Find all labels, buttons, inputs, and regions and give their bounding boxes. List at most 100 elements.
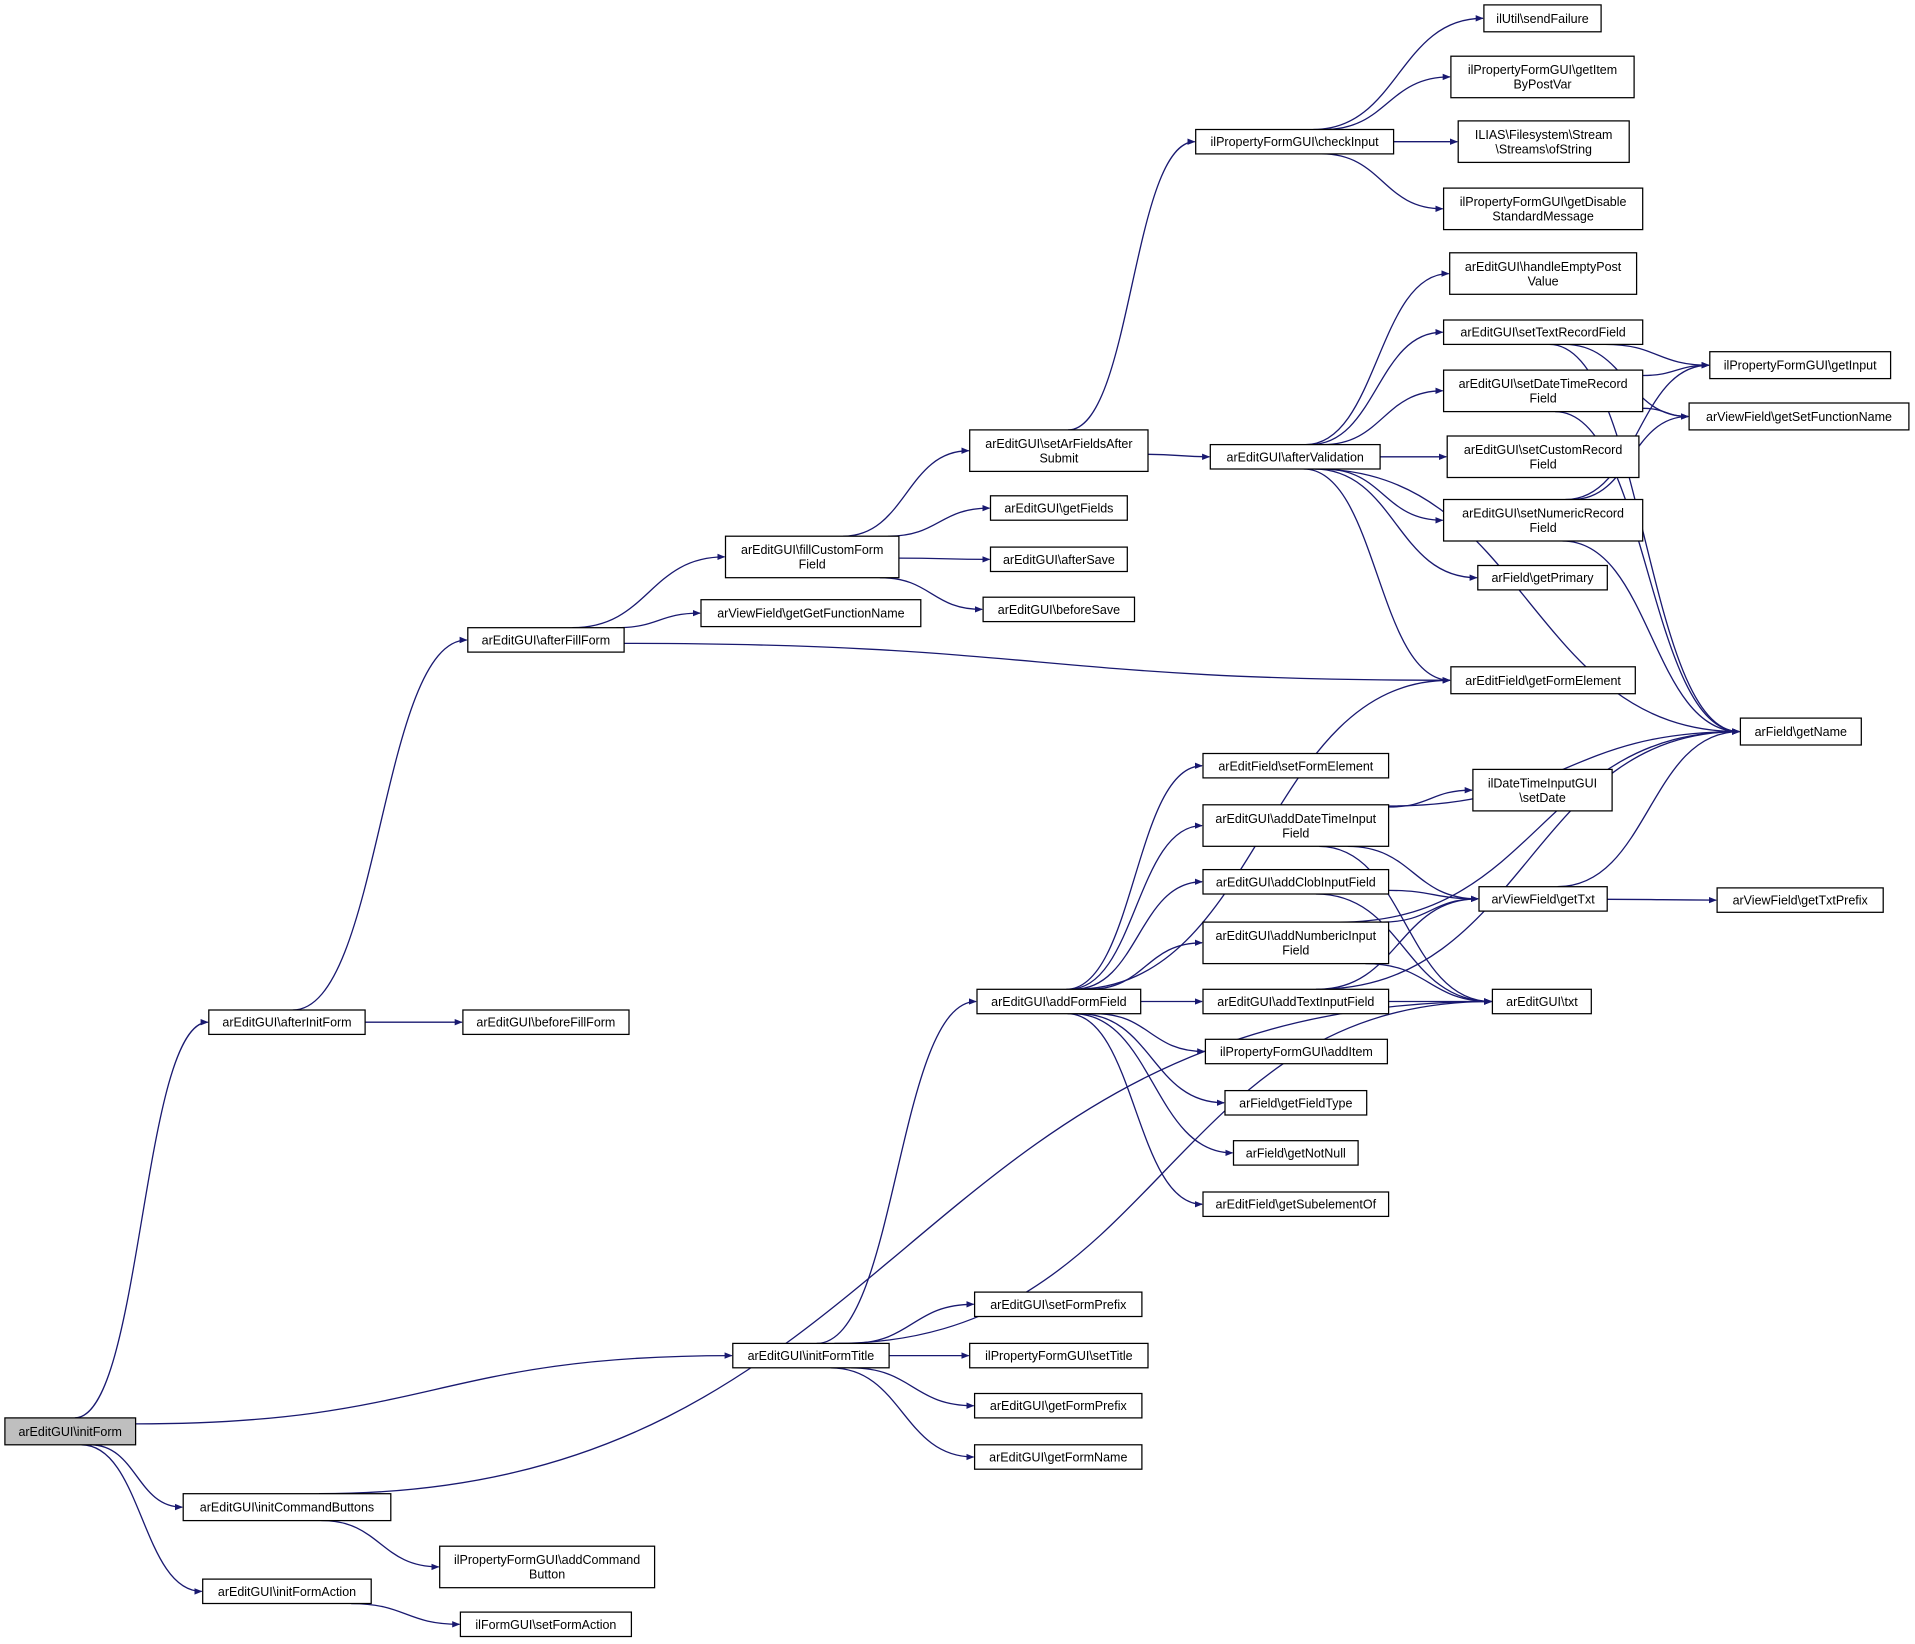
node-label: arEditGUI\initFormTitle (748, 1349, 875, 1363)
call-edge-addTextInputField-to-getName (1315, 728, 1741, 990)
node-label: ILIAS\Filesystem\Stream (1475, 128, 1613, 142)
node-getNotNull[interactable]: arField\getNotNull (1232, 1140, 1359, 1166)
node-getFormPrefix[interactable]: arEditGUI\getFormPrefix (973, 1392, 1143, 1419)
node-label: ilPropertyFormGUI\addCommand (454, 1553, 640, 1567)
call-edge-addDateTimeInputField-to-getTxt (1347, 845, 1479, 903)
node-checkInput[interactable]: ilPropertyFormGUI\checkInput (1195, 128, 1395, 155)
call-edge-initCommandButtons-to-addCommandButton (321, 1519, 440, 1571)
node-addItem[interactable]: ilPropertyFormGUI\addItem (1204, 1038, 1389, 1065)
call-edge-setDateTimeRecordField-to-getName (1555, 410, 1741, 735)
call-edge-checkInput-to-sendFailure (1313, 15, 1484, 131)
node-label: ByPostVar (1513, 78, 1571, 92)
node-getFormElement[interactable]: arEditField\getFormElement (1450, 666, 1636, 695)
call-edge-addFormField-to-getSubelementOf (1067, 1013, 1203, 1208)
node-label: ilFormGUI\setFormAction (475, 1618, 616, 1632)
node-box (1224, 1089, 1368, 1116)
node-box (1450, 55, 1635, 99)
node-txt[interactable]: arEditGUI\txt (1491, 988, 1592, 1015)
node-label: Value (1528, 274, 1559, 288)
node-initFormTitle[interactable]: arEditGUI\initFormTitle (732, 1342, 890, 1369)
call-edge-addClobInputField-to-txt (1315, 893, 1493, 1005)
node-setTitle[interactable]: ilPropertyFormGUI\setTitle (969, 1342, 1149, 1369)
node-setDate[interactable]: ilDateTimeInputGUI\setDate (1472, 768, 1613, 812)
node-box (969, 429, 1149, 473)
node-getTxtPrefix[interactable]: arViewField\getTxtPrefix (1716, 887, 1884, 913)
node-afterFillForm[interactable]: arEditGUI\afterFillForm (467, 627, 625, 653)
node-afterValidation[interactable]: arEditGUI\afterValidation (1209, 443, 1381, 470)
node-label: arEditGUI\setArFieldsAfter (985, 437, 1132, 451)
node-box (1739, 717, 1862, 746)
node-label: ilPropertyFormGUI\checkInput (1211, 135, 1380, 149)
node-beforeFillForm[interactable]: arEditGUI\beforeFillForm (462, 1009, 630, 1036)
node-label: arEditGUI\initFormAction (218, 1585, 356, 1599)
call-edge-addNumbericInputField-to-getName (1339, 728, 1741, 923)
node-addClobInputField[interactable]: arEditGUI\addClobInputField (1202, 868, 1390, 895)
node-setFormElement[interactable]: arEditField\setFormElement (1202, 752, 1390, 779)
node-box (1442, 369, 1644, 413)
node-box (1716, 887, 1884, 913)
call-edges (74, 15, 1741, 1628)
node-label: Field (1530, 392, 1557, 406)
node-box (182, 1493, 392, 1522)
call-edge-getTxt-to-getTxtPrefix (1607, 896, 1717, 904)
call-edge-checkInput-to-getItemByPostVar (1324, 73, 1451, 131)
node-box (1232, 1140, 1359, 1166)
node-setTextRecordField[interactable]: arEditGUI\setTextRecordField (1442, 319, 1644, 346)
node-initFormAction[interactable]: arEditGUI\initFormAction (202, 1578, 372, 1605)
node-addTextInputField[interactable]: arEditGUI\addTextInputField (1202, 988, 1390, 1015)
node-getGetFunctionName[interactable]: arViewField\getGetFunctionName (700, 599, 922, 628)
node-label: arEditGUI\beforeFillForm (476, 1016, 615, 1030)
node-box (982, 596, 1136, 623)
node-label: Field (1282, 944, 1309, 958)
node-getFormName[interactable]: arEditGUI\getFormName (973, 1444, 1143, 1470)
node-getFields[interactable]: arEditGUI\getFields (989, 495, 1128, 521)
node-label: arField\getName (1755, 725, 1847, 739)
node-sendFailure[interactable]: ilUtil\sendFailure (1483, 4, 1602, 33)
node-getPrimary[interactable]: arField\getPrimary (1477, 564, 1608, 591)
node-getFieldType[interactable]: arField\getFieldType (1224, 1089, 1368, 1116)
node-beforeSave[interactable]: arEditGUI\beforeSave (982, 596, 1136, 623)
node-getTxt[interactable]: arViewField\getTxt (1478, 886, 1608, 912)
call-edge-afterFillForm-to-getFormElement (624, 642, 1451, 684)
node-afterInitForm[interactable]: arEditGUI\afterInitForm (208, 1009, 366, 1036)
call-edge-addTextInputField-to-getTxt (1317, 895, 1479, 990)
node-label: arEditGUI\addClobInputField (1216, 875, 1376, 889)
call-edge-addFormField-to-addNumbericInputField (1088, 939, 1203, 990)
node-label: \Streams\ofString (1495, 142, 1592, 156)
node-addFormField[interactable]: arEditGUI\addFormField (976, 988, 1142, 1015)
node-afterSave[interactable]: arEditGUI\afterSave (989, 546, 1128, 573)
node-label: ilPropertyFormGUI\setTitle (985, 1349, 1133, 1363)
node-label: Field (1530, 458, 1557, 472)
node-box (1709, 351, 1892, 380)
node-initForm[interactable]: arEditGUI\initForm (4, 1417, 137, 1446)
node-setFormPrefix[interactable]: arEditGUI\setFormPrefix (973, 1291, 1143, 1318)
node-initCommandButtons[interactable]: arEditGUI\initCommandButtons (182, 1493, 392, 1522)
node-getSubelementOf[interactable]: arEditField\getSubelementOf (1202, 1191, 1390, 1218)
call-edge-afterValidation-to-getName (1314, 468, 1741, 735)
node-box (202, 1578, 372, 1605)
call-edge-initFormAction-to-setFormAction (351, 1602, 461, 1628)
node-box (1202, 988, 1390, 1015)
node-setFormAction[interactable]: ilFormGUI\setFormAction (459, 1611, 633, 1638)
node-box (1449, 252, 1638, 295)
node-getDisableStandardMessage[interactable]: ilPropertyFormGUI\getDisableStandardMess… (1442, 187, 1644, 231)
node-getInput[interactable]: ilPropertyFormGUI\getInput (1709, 351, 1892, 380)
node-label: arEditGUI\initCommandButtons (200, 1501, 374, 1515)
node-ofString[interactable]: ILIAS\Filesystem\Stream\Streams\ofString (1457, 120, 1630, 164)
call-edge-addNumbericInputField-to-txt (1365, 962, 1493, 1005)
node-getSetFunctionName[interactable]: arViewField\getSetFunctionName (1688, 402, 1910, 431)
call-edge-initFormTitle-to-getFormPrefix (850, 1367, 975, 1409)
node-getName[interactable]: arField\getName (1739, 717, 1862, 746)
node-box (1688, 402, 1910, 431)
